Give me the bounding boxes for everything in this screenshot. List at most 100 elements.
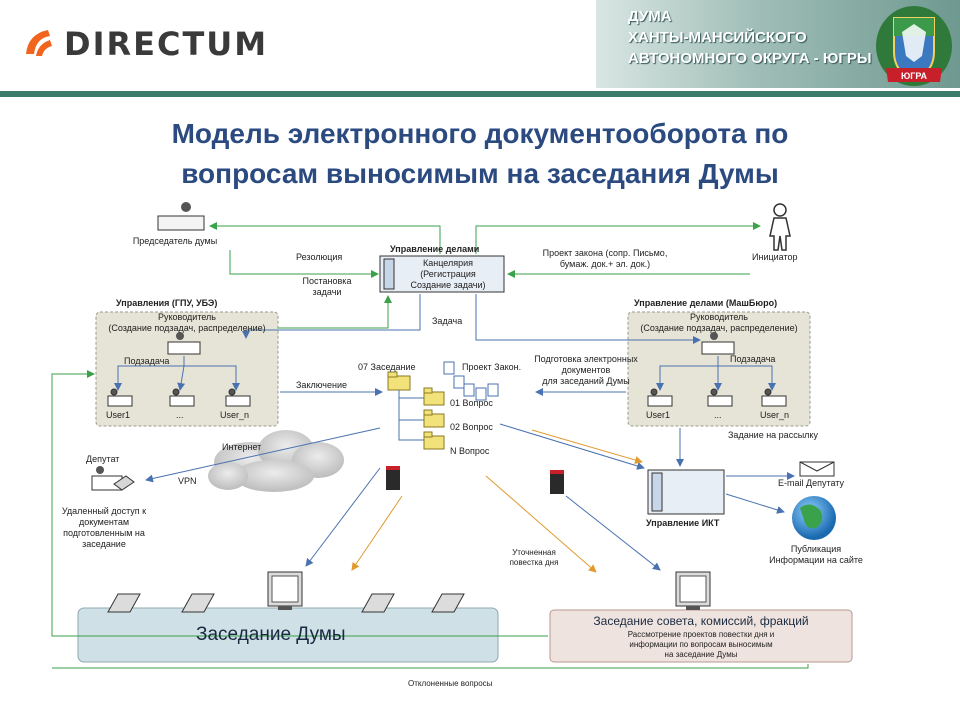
remote-access-line-1: Удаленный доступ к — [61, 506, 147, 516]
task-setting-label: Постановка задачи — [292, 276, 362, 298]
left-subtask-arrow-1 — [114, 356, 185, 391]
prep-docs-line-1: Подготовка электронных — [534, 354, 638, 364]
office-box-tab — [383, 258, 395, 290]
duma-line-2: ХАНТЫ-МАНСИЙСКОГО — [628, 29, 807, 46]
folder-tree-lines — [398, 390, 424, 441]
duma-line-1: ДУМА — [628, 8, 672, 25]
left-head-desk-icon — [167, 341, 201, 355]
initiator-person-icon — [769, 203, 791, 251]
remote-access-line-2: документам — [78, 517, 130, 527]
vpn-label: VPN — [178, 476, 197, 486]
left-subtask-arrow-3 — [184, 365, 240, 391]
task-setting-line-2: задачи — [312, 287, 342, 297]
publication-label: Публикация Информации на сайте — [754, 544, 878, 566]
to-council-arrow-blue — [565, 495, 661, 571]
prep-docs-label: Подготовка электронных документов для за… — [526, 354, 646, 387]
remote-access-line-4: заседание — [82, 539, 126, 549]
left-subtask-label: Подзадача — [124, 356, 170, 366]
refined-agenda-line-2: повестка дня — [509, 558, 559, 567]
orange-to-ikt-arrow — [531, 429, 643, 464]
chairman-desk-icon — [157, 215, 205, 231]
meeting-folder-label: 07 Заседание — [358, 362, 416, 372]
left-dept-head-line-1: Руководитель — [158, 312, 216, 322]
law-project-line-2: бумаж. док.+ эл. док.) — [559, 259, 651, 269]
left-dept-head-line-2: (Создание подзадач, распределение) — [108, 323, 266, 333]
page-title: Модель электронного документооборота по … — [40, 114, 920, 194]
council-session-label: Заседание совета, комиссий, фракций — [593, 614, 809, 628]
right-head-desk-icon — [701, 341, 735, 355]
office-box-label: Канцелярия (Регистрация Создание задачи) — [396, 258, 500, 291]
right-head-person-icon — [710, 332, 718, 340]
law-project-label: Проект закона (сопр. Письмо, бумаж. док.… — [520, 248, 690, 270]
deputy-laptop-icon — [113, 475, 135, 491]
ikt-box-tab — [651, 472, 663, 512]
document-icons — [443, 361, 499, 401]
chairman-person-icon — [181, 202, 191, 212]
directum-logo-icon — [26, 30, 52, 56]
duma-line-3: АВТОНОМНОГО ОКРУГА - ЮГРЫ — [628, 50, 872, 67]
council-desc-line-3: на заседание Думы — [664, 650, 738, 659]
internet-label: Интернет — [222, 442, 262, 452]
to-initiator-arrow — [475, 222, 761, 254]
law-project-line-1: Проект закона (сопр. Письмо, — [542, 248, 668, 258]
right-subtask-label: Подзадача — [730, 354, 776, 364]
publication-line-1: Публикация — [790, 544, 842, 554]
left-user-mid-label: ... — [176, 410, 184, 420]
prep-docs-line-2: документов — [561, 365, 611, 375]
email-deputy-label: E-mail Депутату — [778, 478, 845, 488]
duma-monitor-icon — [267, 571, 303, 610]
duma-banner-text: ДУМА ХАНТЫ-МАНСИЙСКОГО АВТОНОМНОГО ОКРУГ… — [628, 6, 872, 69]
vpn-access-arrow — [145, 427, 381, 483]
rejected-label: Отклоненные вопросы — [408, 679, 493, 688]
rejected-questions-loop-arrow — [51, 370, 548, 637]
right-user-1-label: User1 — [646, 410, 671, 420]
refined-agenda-label: Уточненная повестка дня — [496, 548, 572, 568]
office-header-label: Управление делами — [390, 244, 480, 254]
remote-access-line-3: подготовленным на — [63, 528, 145, 538]
deputy-label: Депутат — [86, 454, 120, 464]
folder-icons — [387, 371, 445, 450]
directum-logo-text: DIRECTUM — [64, 25, 269, 63]
globe-land-icon — [800, 504, 823, 529]
office-box-line-2: (Регистрация — [420, 269, 476, 279]
right-subtask-arrow-1 — [656, 356, 719, 391]
remote-access-label: Удаленный доступ к документам подготовле… — [46, 506, 162, 550]
title-line-2: вопросам выносимым на заседания Думы — [181, 158, 779, 189]
left-user-1-label: User1 — [106, 410, 131, 420]
left-head-person-icon — [176, 332, 184, 340]
duma-session-label: Заседание Думы — [196, 624, 346, 645]
office-box-line-1: Канцелярия — [422, 258, 473, 268]
question-1-label: 01 Вопрос — [450, 398, 493, 408]
left-dept-title: Управления (ГПУ, УБЭ) — [116, 298, 218, 308]
task-setting-line-1: Постановка — [302, 276, 352, 286]
publication-arrow — [725, 493, 785, 514]
question-2-label: 02 Вопрос — [450, 422, 493, 432]
right-dept-title: Управление делами (МашБюро) — [634, 298, 778, 308]
duma-laptop-icons — [107, 593, 465, 613]
resolution-arrow — [229, 250, 379, 278]
left-user-n-label: User_n — [220, 410, 250, 420]
resolution-label: Резолюция — [296, 252, 343, 262]
publication-line-2: Информации на сайте — [769, 555, 863, 565]
office-box-line-3: Создание задачи) — [410, 280, 486, 290]
left-dept-to-office-arrow — [278, 295, 392, 329]
question-n-label: N Вопрос — [450, 446, 490, 456]
right-dept-head-label: Руководитель (Создание подзадач, распред… — [630, 312, 808, 334]
refined-agenda-line-1: Уточненная — [512, 548, 556, 557]
council-desc-line-1: Рассмотрение проектов повестки дня и — [627, 630, 775, 639]
email-envelope-flap — [799, 461, 835, 472]
chairman-label: Председатель думы — [132, 236, 218, 246]
right-subtask-arrow-3 — [718, 365, 776, 391]
initiator-label: Инициатор — [752, 252, 798, 262]
prep-docs-line-3: для заседаний Думы — [542, 376, 630, 386]
rejected-bottom-line — [52, 664, 809, 669]
header-bar: DIRECTUM ДУМА ХАНТЫ-МАНСИЙСКОГО АВТОНОМН… — [0, 0, 960, 92]
council-desc-line-2: информации по вопросам выносимым — [629, 640, 773, 649]
right-dept-head-line-2: (Создание подзадач, распределение) — [640, 323, 798, 333]
to-chairman-arrow — [209, 222, 441, 254]
right-user-icons — [647, 388, 787, 407]
internet-cloud-icon — [208, 430, 344, 492]
task-to-left-dept-arrow — [242, 294, 421, 339]
right-user-mid-label: ... — [714, 410, 722, 420]
email-envelope-icon — [799, 461, 835, 477]
